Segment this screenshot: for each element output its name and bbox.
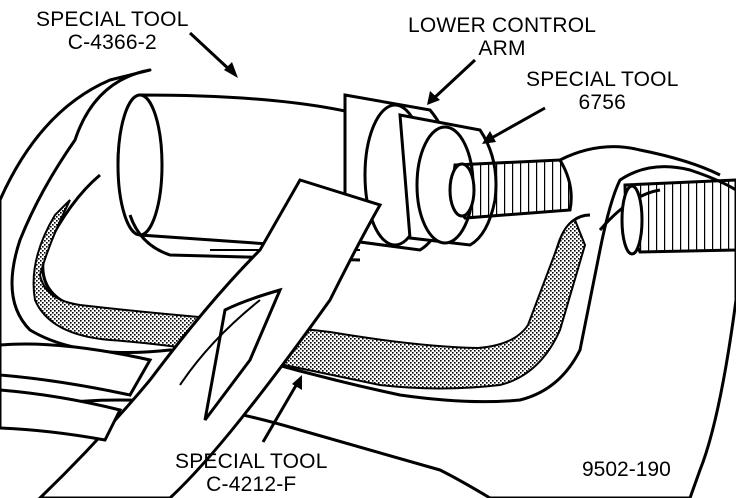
lower-control-arm (0, 178, 383, 498)
label-special-tool-c-4212-f: SPECIAL TOOL C-4212-F (175, 450, 328, 496)
arrowheads (224, 62, 496, 390)
label-line: 6756 (578, 91, 627, 114)
leader-lines (188, 31, 546, 443)
threaded-screw (448, 158, 736, 256)
label-lower-control-arm: LOWER CONTROL ARM (408, 14, 596, 60)
label-line: LOWER CONTROL (408, 14, 597, 37)
figure-number: 9502-190 (582, 458, 671, 481)
label-line: SPECIAL TOOL (175, 450, 328, 473)
label-line: C-4212-F (206, 473, 297, 496)
frame-stipple (32, 199, 587, 390)
label-line: C-4366-2 (67, 31, 157, 54)
label-line: SPECIAL TOOL (526, 68, 679, 91)
label-special-tool-c-4366-2: SPECIAL TOOL C-4366-2 (36, 8, 189, 54)
label-line: SPECIAL TOOL (36, 8, 189, 31)
label-line: ARM (478, 37, 526, 60)
label-special-tool-6756: SPECIAL TOOL 6756 (526, 68, 679, 114)
